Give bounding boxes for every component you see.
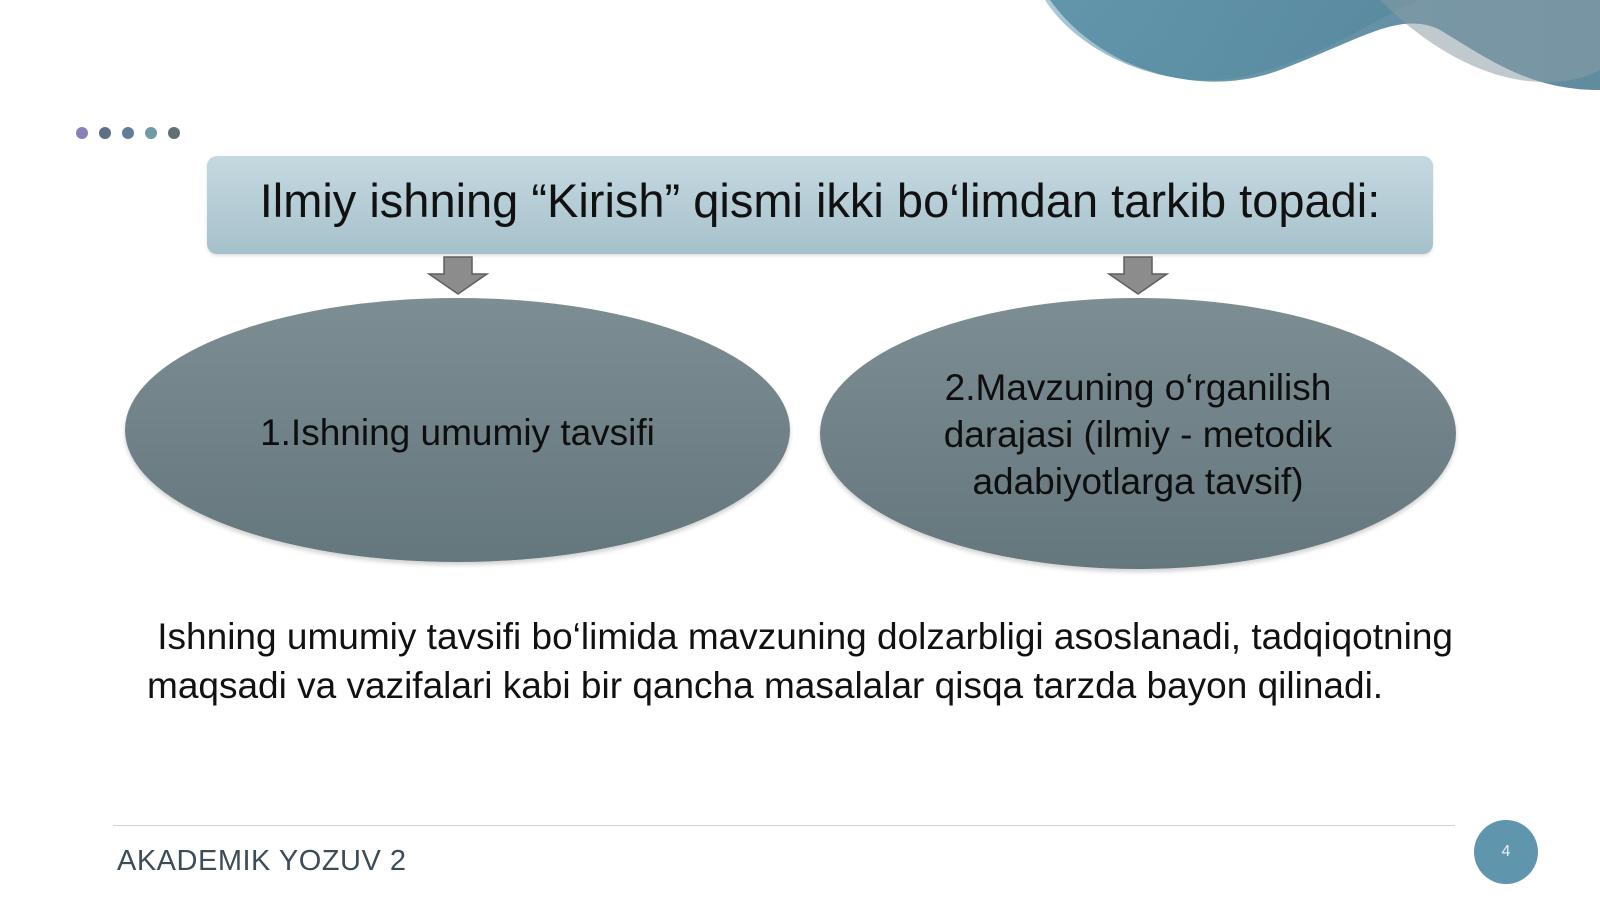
wave-highlight-shape (1380, 0, 1600, 83)
down-arrow-icon (1107, 256, 1169, 295)
page-number: 4 (1501, 843, 1511, 860)
dot-1 (76, 127, 88, 139)
wave-back-shape (1045, 0, 1420, 81)
body-paragraph: Ishning umumiy tavsifi bo‘limida mavzuni… (147, 616, 1464, 706)
branch-label-1: 1.Ishning umumiy tavsifi (260, 411, 655, 453)
dot-3 (122, 127, 134, 139)
dot-4 (145, 127, 157, 139)
slide-title: Ilmiy ishning “Kirish” qismi ikki bo‘lim… (259, 173, 1381, 227)
branch-label-2: 2.Mavzuning o‘rganilish darajasi (ilmiy … (943, 367, 1333, 502)
dot-2 (99, 127, 111, 139)
footer-course-title: AKADEMIK YOZUV 2 (117, 845, 407, 877)
page-number-badge: 4 (1474, 820, 1538, 884)
footer-divider (113, 825, 1455, 826)
branch-ellipse-1: 1.Ishning umumiy tavsifi (125, 298, 790, 562)
decorative-dots (76, 127, 180, 139)
title-box: Ilmiy ishning “Kirish” qismi ikki bo‘lim… (207, 156, 1433, 254)
branch-ellipse-2: 2.Mavzuning o‘rganilish darajasi (ilmiy … (820, 298, 1456, 569)
wave-front-shape (1050, 0, 1600, 90)
down-arrow-icon (427, 256, 489, 295)
dot-5 (168, 127, 180, 139)
